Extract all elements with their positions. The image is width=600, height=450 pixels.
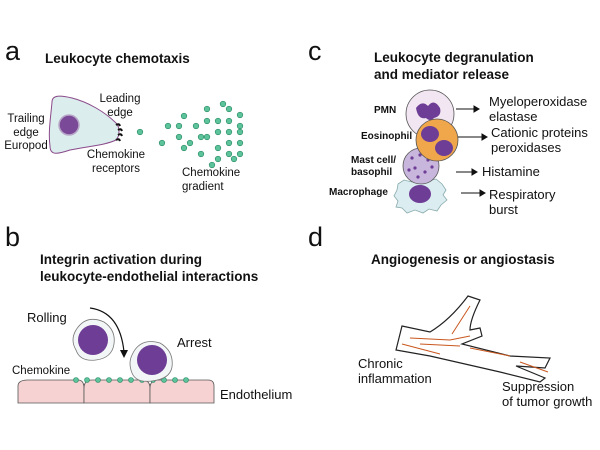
pmn-nucleus xyxy=(416,102,441,120)
macrophage-nucleus xyxy=(409,185,431,203)
panel-a-letter: a xyxy=(5,36,21,66)
panel-a-title: Leukocyte chemotaxis xyxy=(45,51,190,66)
eosinophil-label: Eosinophil xyxy=(361,131,413,142)
endothelium-label: Endothelium xyxy=(220,387,293,402)
chemokine-receptors xyxy=(115,123,123,142)
rolling-label: Rolling xyxy=(27,310,67,325)
panel-b-letter: b xyxy=(5,222,21,252)
blood-vessel xyxy=(395,295,551,383)
panel-c-title: Leukocyte degranulation and mediator rel… xyxy=(374,50,534,82)
chemokine-gradient-label: Chemokine gradient xyxy=(182,167,241,193)
mast-cell-mediator: Histamine xyxy=(482,164,540,179)
chronic-inflammation-label: Chronic inflammation xyxy=(358,356,432,386)
mast-cell-label: Mast cell/ basophil xyxy=(351,155,397,178)
chemokine-label: Chemokine xyxy=(12,365,71,377)
cell-nucleus xyxy=(58,114,80,136)
eosinophil-mediator: Cationic proteins peroxidases xyxy=(491,125,588,155)
chemokine-gradient xyxy=(136,100,244,169)
chemokine-receptors-label: Chemokine receptors xyxy=(86,149,146,175)
endothelium xyxy=(17,379,215,404)
rolling-arrow xyxy=(89,307,125,353)
pmn-label: PMN xyxy=(374,105,397,116)
pmn-mediator: Myeloperoxidase elastase xyxy=(489,94,588,124)
panel-d-title: Angiogenesis or angiostasis xyxy=(371,252,555,267)
panel-c-letter: c xyxy=(308,36,322,66)
arrest-nucleus xyxy=(137,345,167,375)
arrest-label: Arrest xyxy=(177,335,212,350)
vessel-lines xyxy=(401,305,549,373)
suppression-label: Suppression of tumor growth xyxy=(502,379,593,409)
rolling-nucleus xyxy=(78,325,108,355)
trailing-edge-label: Trailing edge Europod xyxy=(4,113,48,152)
eosinophil-nucleus-1 xyxy=(421,126,439,142)
macrophage-label: Macrophage xyxy=(329,187,388,198)
mediator-arrows xyxy=(456,105,488,197)
panel-b-title: Integrin activation during leukocyte-end… xyxy=(40,252,259,284)
macrophage-mediator: Respiratory burst xyxy=(489,187,556,217)
eosinophil-nucleus-2 xyxy=(435,140,453,156)
leading-edge-label: Leading edge xyxy=(99,93,141,119)
panel-d-letter: d xyxy=(308,222,324,252)
